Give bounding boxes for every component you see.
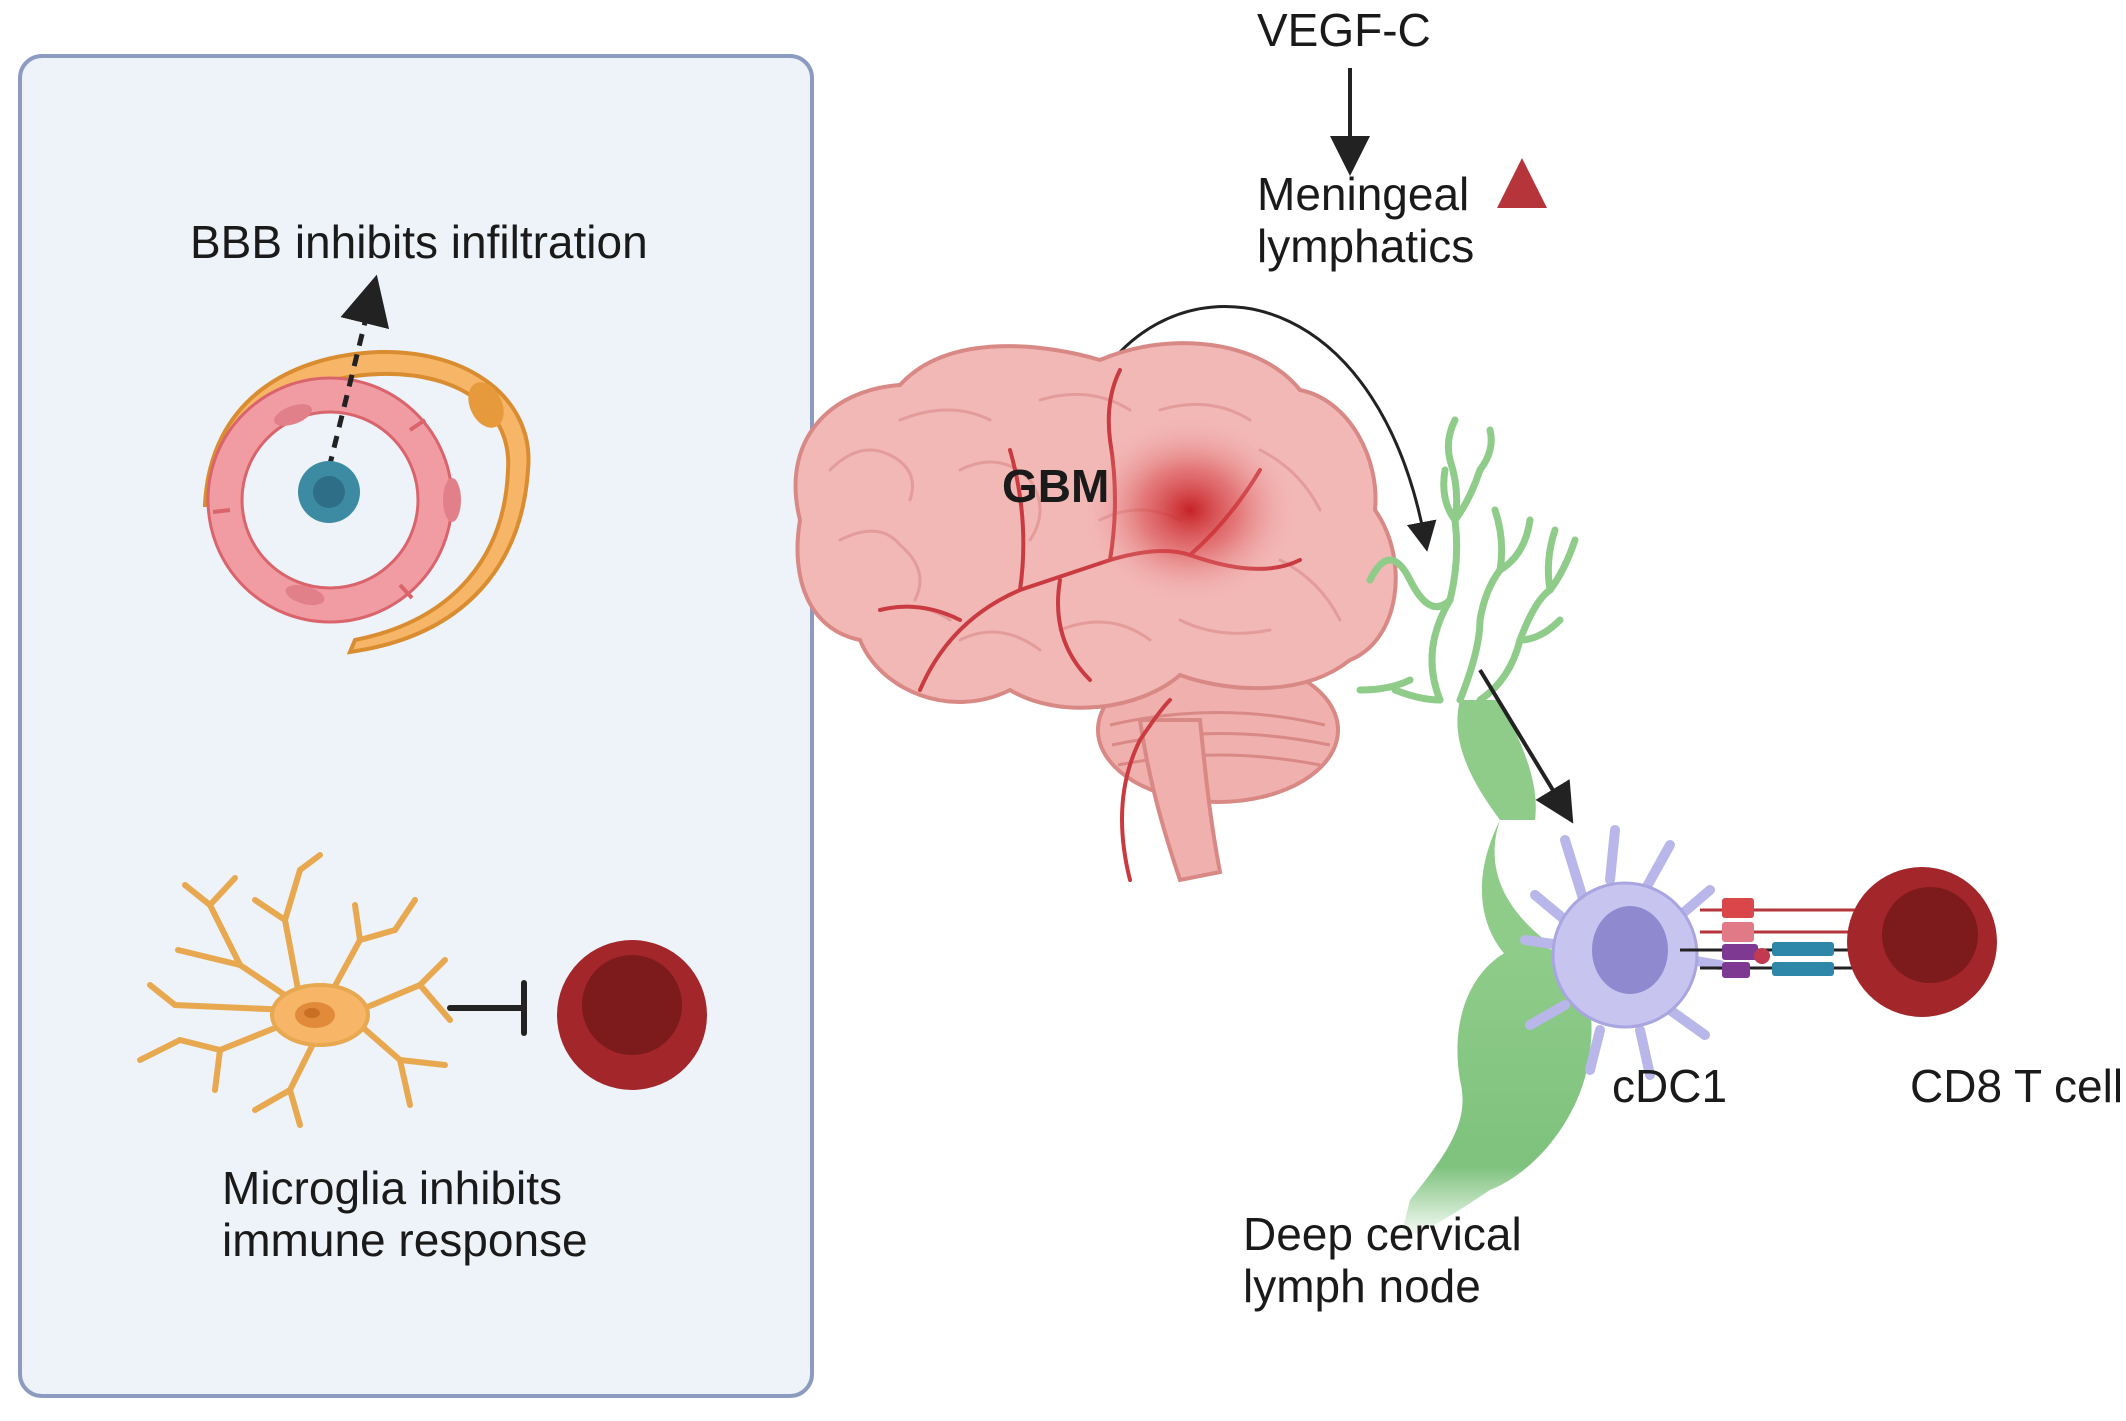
- blood-vessel-cross-section-icon: [202, 349, 531, 655]
- t-cell-icon: [1847, 867, 1997, 1017]
- immune-cell-icon: [298, 461, 360, 523]
- antigen-transport-arrow: [1478, 668, 1574, 824]
- microglia-label-line2: immune response: [222, 1214, 588, 1266]
- t-cell-icon-left: [557, 940, 707, 1090]
- gbm-label: GBM: [1002, 460, 1110, 512]
- drainage-curved-arrow: [1118, 305, 1437, 552]
- receptor-interaction-icon: [1680, 898, 1878, 978]
- dendritic-cell-icon: [1520, 825, 1725, 1080]
- lymph-node-label-line1: Deep cervical: [1243, 1208, 1522, 1260]
- microglia-icon: [137, 852, 453, 1128]
- lymphatic-vessel-icon: [1356, 416, 1592, 1240]
- bbb-label: BBB inhibits infiltration: [190, 216, 648, 268]
- vegf-label: VEGF-C: [1257, 4, 1431, 56]
- cd8-label: CD8 T cell: [1910, 1060, 2124, 1112]
- microglia-body: [270, 983, 370, 1047]
- lymph-node-label-line2: lymph node: [1243, 1260, 1481, 1312]
- brain-icon: [793, 341, 1398, 883]
- microglia-label-line1: Microglia inhibits: [222, 1162, 563, 1214]
- inhibition-bar-icon: [447, 980, 527, 1036]
- cdc1-label: cDC1: [1612, 1060, 1728, 1112]
- meningeal-label-line2: lymphatics: [1257, 220, 1475, 272]
- meningeal-label-line1: Meningeal: [1257, 168, 1470, 220]
- infiltration-dashed-arrow: [326, 274, 390, 469]
